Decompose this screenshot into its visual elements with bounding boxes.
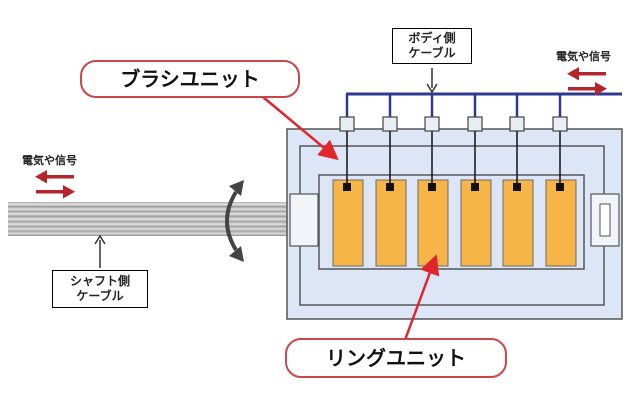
brush-contact-2 [386,183,394,191]
rotation-arrow-icon [225,190,238,252]
connector-4 [467,116,483,132]
bearing-left [289,193,319,247]
connector-3 [424,116,440,132]
shaft-cable-label-line1: シャフト側 [69,274,130,288]
ring-unit [332,179,577,267]
brush-contact-5 [513,183,521,191]
connector-2 [382,116,398,132]
shaft-cable-label-box: シャフト側 ケーブル [52,270,148,308]
shaft-cable-label-line2: ケーブル [76,289,124,303]
brush-contact-3 [428,183,436,191]
ring-4 [460,179,492,267]
ring-6 [545,179,577,267]
ring-unit-callout: リングユニット [285,338,507,378]
connector-6 [552,116,568,132]
brush-unit-callout-arrow [262,96,339,161]
brush-unit-label: ブラシユニット [120,67,260,91]
bearing-right-cap [599,203,611,237]
brush-unit [345,94,562,117]
connector-1 [339,116,355,132]
signal-label-left: 電気や信号 [22,154,77,167]
brush-unit-callout: ブラシユニット [80,60,300,98]
ring-2 [375,179,407,267]
body-cable-label-line2: ケーブル [408,46,456,60]
signal-label-right: 電気や信号 [556,50,611,63]
brush-contact-1 [343,183,351,191]
signal-arrows-right [567,67,607,96]
brush-contact-4 [471,183,479,191]
ring-5 [502,179,534,267]
signal-arrows-left [35,170,75,199]
brush-contact-6 [556,183,564,191]
ring-3 [417,179,449,267]
connector-5 [509,116,525,132]
ring-1 [332,179,364,267]
body-cable-label-line1: ボディ側 [408,31,456,45]
ring-unit-callout-arrow [403,254,440,341]
ring-unit-label: リングユニット [326,346,466,370]
body-cable-label-box: ボディ側 ケーブル [392,28,472,64]
shaft [8,202,300,236]
